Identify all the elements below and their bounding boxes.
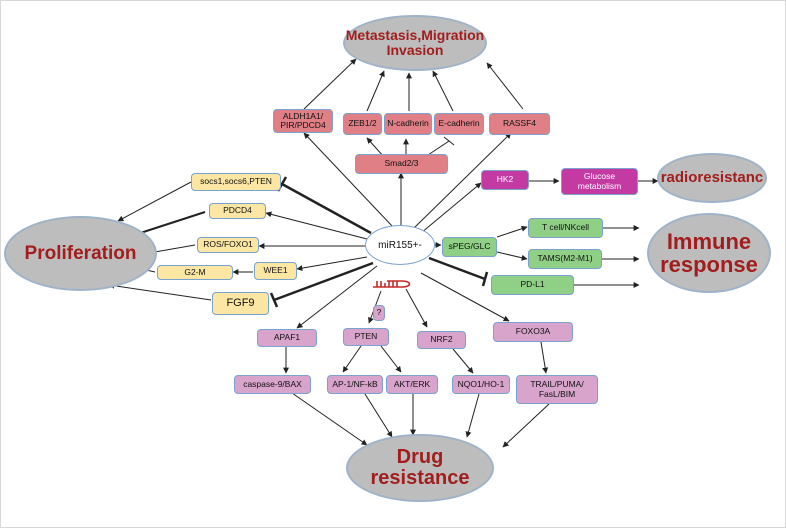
node-apaf1: APAF1 [257, 329, 317, 347]
edge-center-fgf9-bar [269, 292, 279, 308]
node-n-cadherin: N-cadherin [384, 113, 432, 135]
node-e-cadherin: E-cadherin [434, 113, 484, 135]
node-ros-foxo1: ROS/FOXO1 [197, 237, 259, 253]
node-speg-glc: sPEG/GLC [442, 237, 497, 257]
hub-metastasis: Metastasis,Migration Invasion [343, 15, 487, 71]
edge-center-wee1 [296, 256, 368, 272]
node-rassf4: RASSF4 [489, 113, 550, 135]
hub-immune-response: Immune response [647, 213, 771, 293]
edge-center-apaf1 [296, 265, 378, 329]
edge-trail-drug [502, 403, 550, 448]
node-ap1-nfkb: AP-1/NF-kB [327, 375, 383, 394]
node-aldh1a1: ALDH1A1/ PIR/PDCD4 [273, 109, 333, 133]
edge-center-hk2 [420, 182, 482, 234]
node-tcell-nkcell: T cell/NKcell [528, 218, 603, 238]
edge-smad-zeb [366, 137, 385, 158]
node-wee1: WEE1 [254, 262, 297, 280]
edge-center-foxo3a [420, 272, 510, 322]
edge-aldh-metastasis [303, 58, 357, 110]
hub-proliferation: Proliferation [4, 216, 157, 291]
node-fgf9: FGF9 [212, 292, 269, 315]
edge-speg-tcell [496, 225, 528, 238]
edge-center-pdcd4 [265, 211, 368, 240]
node-akt-erk: AKT/ERK [386, 375, 438, 394]
edge-center-pdl1 [428, 256, 486, 281]
center-mir155: miR155+- [365, 225, 435, 265]
edge-caspase-drug [291, 392, 368, 446]
node-pd-l1: PD-L1 [491, 275, 574, 295]
edge-smad-ecad-bar [443, 136, 455, 146]
edge-center-rassf4 [412, 132, 512, 230]
node-socs: socs1,socs6,PTEN [191, 173, 281, 191]
edge-speg-tams [496, 251, 528, 261]
node-hk2: HK2 [481, 170, 529, 190]
node-zeb: ZEB1/2 [343, 113, 382, 135]
edge-ecad-metastasis [432, 70, 454, 112]
node-foxo3a: FOXO3A [493, 322, 573, 342]
edge-nrf2-nqo1 [452, 348, 474, 374]
hub-radioresistance: radioresistanc [657, 153, 767, 203]
node-pten: PTEN [343, 328, 389, 346]
node-g2m: G2-M [157, 265, 233, 280]
edge-center-nrf2 [405, 288, 428, 328]
edge-center-fgf9 [273, 261, 374, 302]
node-caspase9-bax: caspase-9/BAX [234, 375, 311, 394]
hub-drug-resistance: Drug resistance [346, 434, 494, 502]
edge-pten-ap1 [342, 345, 362, 373]
edge-ap1-drug [364, 393, 393, 438]
node-smad: Smad2/3 [355, 154, 448, 174]
edge-nqo1-drug [465, 393, 480, 438]
node-question-mark: ? [373, 305, 385, 321]
edge-foxo3a-trail [540, 341, 549, 374]
edge-center-aldh [303, 132, 394, 228]
edge-socs-prolif [117, 181, 192, 222]
edge-fgf9-prolif [108, 282, 212, 301]
node-nrf2: NRF2 [417, 331, 466, 349]
edge-center-socs [281, 182, 372, 235]
edge-zeb-metastasis [366, 70, 385, 112]
node-pdcd4: PDCD4 [209, 203, 266, 219]
edge-center-pdl1-bar [481, 271, 489, 287]
node-tams: TAMS(M2-M1) [528, 249, 602, 269]
node-trail-puma: TRAIL/PUMA/ FasL/BIM [516, 375, 598, 404]
mirna-hairpin-icon [373, 280, 411, 288]
edge-rassf4-metastasis [486, 62, 524, 110]
node-glucose-metabolism: Glucose metabolism [561, 168, 638, 195]
node-nqo1-ho1: NQO1/HO-1 [452, 375, 510, 394]
edge-pten-akt [380, 345, 402, 373]
